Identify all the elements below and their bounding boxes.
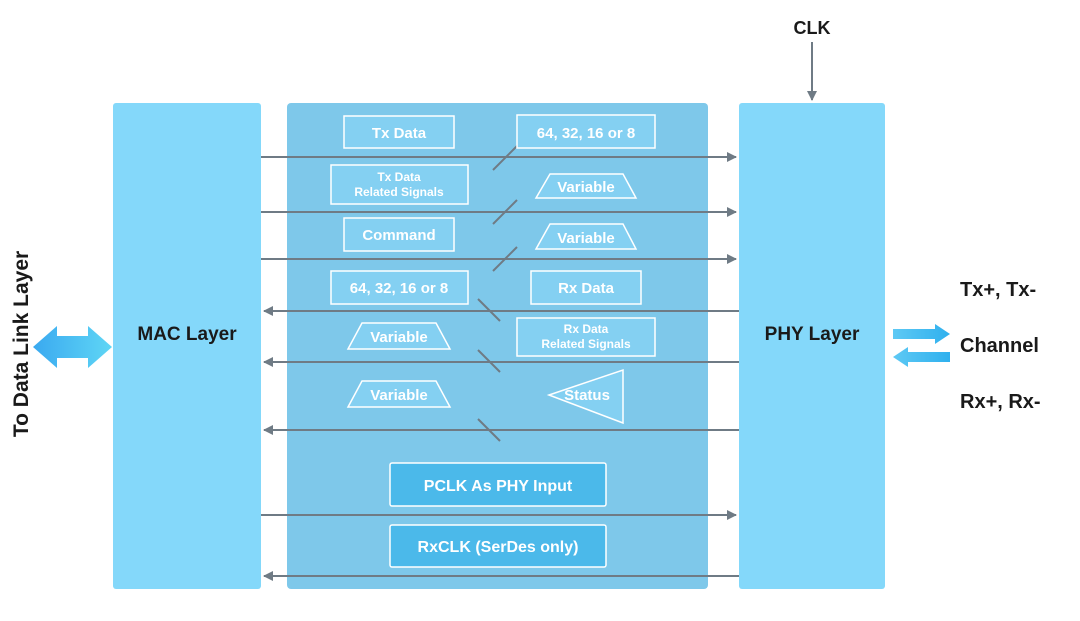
rx-related-bus-slash	[477, 349, 501, 373]
rxclk-box	[389, 524, 607, 568]
clk-label: CLK	[794, 18, 831, 38]
status-bus-slash	[477, 418, 501, 442]
tx-related-line2-label: Related Signals	[354, 185, 444, 199]
phy-layer-label: PHY Layer	[765, 324, 860, 345]
tx-related-line1-label: Tx Data	[377, 170, 421, 184]
tx-data-width-box	[516, 114, 656, 149]
channel-label: Channel	[960, 335, 1039, 357]
pclk-box	[389, 462, 607, 507]
tx-related-box	[330, 164, 469, 205]
command-width-label: Variable	[557, 230, 615, 247]
tx-data-bus-slash	[492, 145, 518, 171]
rx-related-line2-label: Related Signals	[541, 337, 631, 351]
rx-related-width-trapezoid	[346, 322, 452, 350]
mac-layer-block	[113, 103, 261, 589]
command-box	[343, 217, 455, 252]
tx-related-width-trapezoid	[534, 173, 638, 199]
status-width-label: Variable	[370, 387, 428, 404]
command-width-trapezoid	[534, 223, 638, 250]
command-bus-slash	[492, 246, 518, 272]
status-triangle	[546, 368, 624, 425]
status-label: Status	[564, 387, 610, 404]
mac-layer-label: MAC Layer	[137, 324, 237, 345]
pclk-label: PCLK As PHY Input	[424, 478, 573, 495]
tx-channel-arrow-icon	[893, 324, 950, 344]
command-label: Command	[362, 227, 435, 244]
rx-channel-arrow-icon	[893, 347, 950, 367]
rx-data-box	[530, 270, 642, 305]
tx-pair-label: Tx+, Tx-	[960, 279, 1036, 301]
rx-data-width-box	[330, 270, 469, 305]
rx-related-line1-label: Rx Data	[564, 322, 609, 336]
tx-data-box	[343, 115, 455, 149]
tx-data-width-label: 64, 32, 16 or 8	[537, 125, 635, 142]
rx-data-width-label: 64, 32, 16 or 8	[350, 280, 448, 297]
double-arrow-icon	[33, 326, 112, 368]
tx-data-label: Tx Data	[372, 125, 427, 142]
rx-related-box	[516, 317, 656, 357]
tx-related-width-label: Variable	[557, 179, 615, 196]
rx-data-label: Rx Data	[558, 280, 615, 297]
phy-layer-block	[739, 103, 885, 589]
rx-related-width-label: Variable	[370, 329, 428, 346]
rx-pair-label: Rx+, Rx-	[960, 391, 1041, 413]
rxclk-label: RxCLK (SerDes only)	[418, 539, 579, 556]
tx-related-bus-slash	[492, 199, 518, 225]
status-width-trapezoid	[346, 380, 452, 408]
signal-lines	[261, 145, 739, 581]
rx-data-bus-slash	[477, 298, 501, 322]
to-data-link-layer-label: To Data Link Layer	[10, 251, 33, 437]
